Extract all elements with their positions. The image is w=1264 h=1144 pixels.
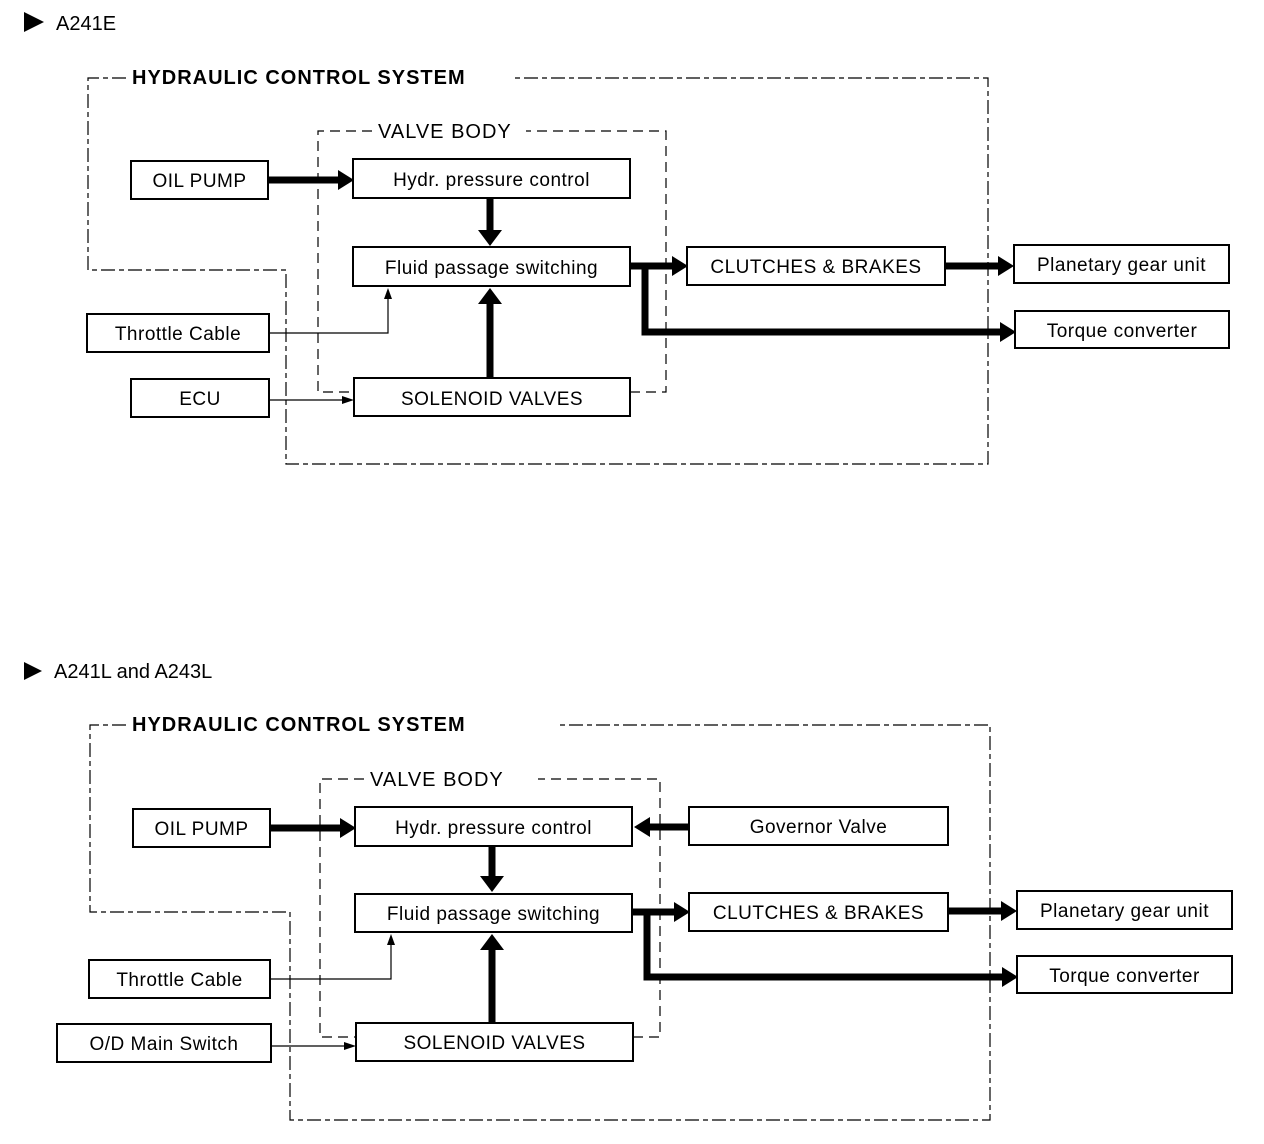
ecu-box: ECU	[130, 378, 270, 418]
governor-valve-box: Governor Valve	[688, 806, 949, 846]
clutches-brakes-label: CLUTCHES & BRAKES	[710, 257, 921, 278]
signal-lines	[270, 934, 395, 1050]
hydraulic-system-boundary	[89, 724, 991, 1121]
arrow-left-icon	[634, 817, 650, 837]
hydr-pressure-control-label: Hydr. pressure control	[395, 818, 592, 839]
arrow-right-icon	[1000, 322, 1016, 342]
valve-body-boundary	[319, 778, 661, 1038]
arrow-right-icon	[674, 902, 690, 922]
arrow-up-icon	[387, 934, 395, 945]
fluid-passage-switching-label: Fluid passage switching	[385, 258, 598, 279]
solenoid-valves-label: SOLENOID VALVES	[403, 1033, 585, 1054]
oil-pump-box: OIL PUMP	[130, 160, 269, 200]
torque-converter-box: Torque converter	[1016, 955, 1233, 994]
flow-arrows	[268, 170, 1016, 378]
arrow-right-icon	[342, 396, 354, 404]
hydr-pressure-control-label: Hydr. pressure control	[393, 170, 590, 191]
fluid-passage-switching-box: Fluid passage switching	[352, 246, 631, 287]
arrow-right-icon	[338, 170, 354, 190]
clutches-brakes-box: CLUTCHES & BRAKES	[686, 246, 946, 286]
solenoid-valves-box: SOLENOID VALVES	[353, 377, 631, 417]
od-main-switch-label: O/D Main Switch	[90, 1034, 239, 1055]
flow-arrows	[270, 817, 1018, 1023]
torque-converter-label: Torque converter	[1047, 321, 1198, 342]
arrow-right-icon	[672, 256, 688, 276]
fluid-passage-switching-label: Fluid passage switching	[387, 904, 600, 925]
diagram-caption: A241L and A243L	[54, 661, 212, 683]
hydr-pressure-control-box: Hydr. pressure control	[352, 158, 631, 199]
clutches-brakes-box: CLUTCHES & BRAKES	[688, 892, 949, 932]
oil-pump-label: OIL PUMP	[154, 819, 248, 840]
throttle-cable-label: Throttle Cable	[115, 324, 241, 345]
planetary-gear-unit-label: Planetary gear unit	[1040, 901, 1209, 922]
ecu-label: ECU	[179, 389, 221, 410]
solenoid-valves-label: SOLENOID VALVES	[401, 389, 583, 410]
planetary-gear-unit-box: Planetary gear unit	[1013, 244, 1230, 284]
throttle-cable-box: Throttle Cable	[86, 313, 270, 353]
diagram-caption: A241E	[56, 13, 116, 35]
arrow-right-icon	[1001, 901, 1017, 921]
clutches-brakes-label: CLUTCHES & BRAKES	[713, 903, 924, 924]
signal-lines	[269, 288, 392, 404]
throttle-cable-box: Throttle Cable	[88, 959, 271, 999]
arrow-right-icon	[340, 818, 356, 838]
arrow-down-icon	[480, 876, 504, 892]
fluid-passage-switching-box: Fluid passage switching	[354, 893, 633, 933]
planetary-gear-unit-label: Planetary gear unit	[1037, 255, 1206, 276]
oil-pump-box: OIL PUMP	[132, 808, 271, 848]
solenoid-valves-box: SOLENOID VALVES	[355, 1022, 634, 1062]
hydr-pressure-control-box: Hydr. pressure control	[354, 806, 633, 847]
hydraulic-system-title: HYDRAULIC CONTROL SYSTEM	[132, 67, 466, 89]
planetary-gear-unit-box: Planetary gear unit	[1016, 890, 1233, 930]
caption-marker-icon	[24, 662, 42, 680]
arrow-right-icon	[1002, 967, 1018, 987]
governor-valve-label: Governor Valve	[750, 817, 888, 838]
valve-body-title: VALVE BODY	[370, 769, 504, 791]
arrow-right-icon	[998, 256, 1014, 276]
od-main-switch-box: O/D Main Switch	[56, 1023, 272, 1063]
diagram-a241e: A241E HYDRAULIC CONTROL SYSTEM VALVE BOD…	[24, 12, 1230, 465]
arrow-up-icon	[480, 934, 504, 950]
arrow-up-icon	[478, 288, 502, 304]
arrow-down-icon	[478, 230, 502, 246]
arrow-right-icon	[344, 1042, 356, 1050]
torque-converter-box: Torque converter	[1014, 310, 1230, 349]
throttle-cable-label: Throttle Cable	[116, 970, 242, 991]
valve-body-boundary	[317, 130, 667, 393]
caption-marker-icon	[24, 12, 44, 32]
valve-body-title: VALVE BODY	[378, 121, 512, 143]
arrow-up-icon	[384, 288, 392, 299]
oil-pump-label: OIL PUMP	[152, 171, 246, 192]
hydraulic-system-boundary	[87, 77, 989, 465]
hydraulic-system-title: HYDRAULIC CONTROL SYSTEM	[132, 714, 466, 736]
torque-converter-label: Torque converter	[1049, 966, 1200, 987]
diagram-a241l-a243l: A241L and A243L HYDRAULIC CONTROL SYSTEM…	[24, 661, 1233, 1121]
